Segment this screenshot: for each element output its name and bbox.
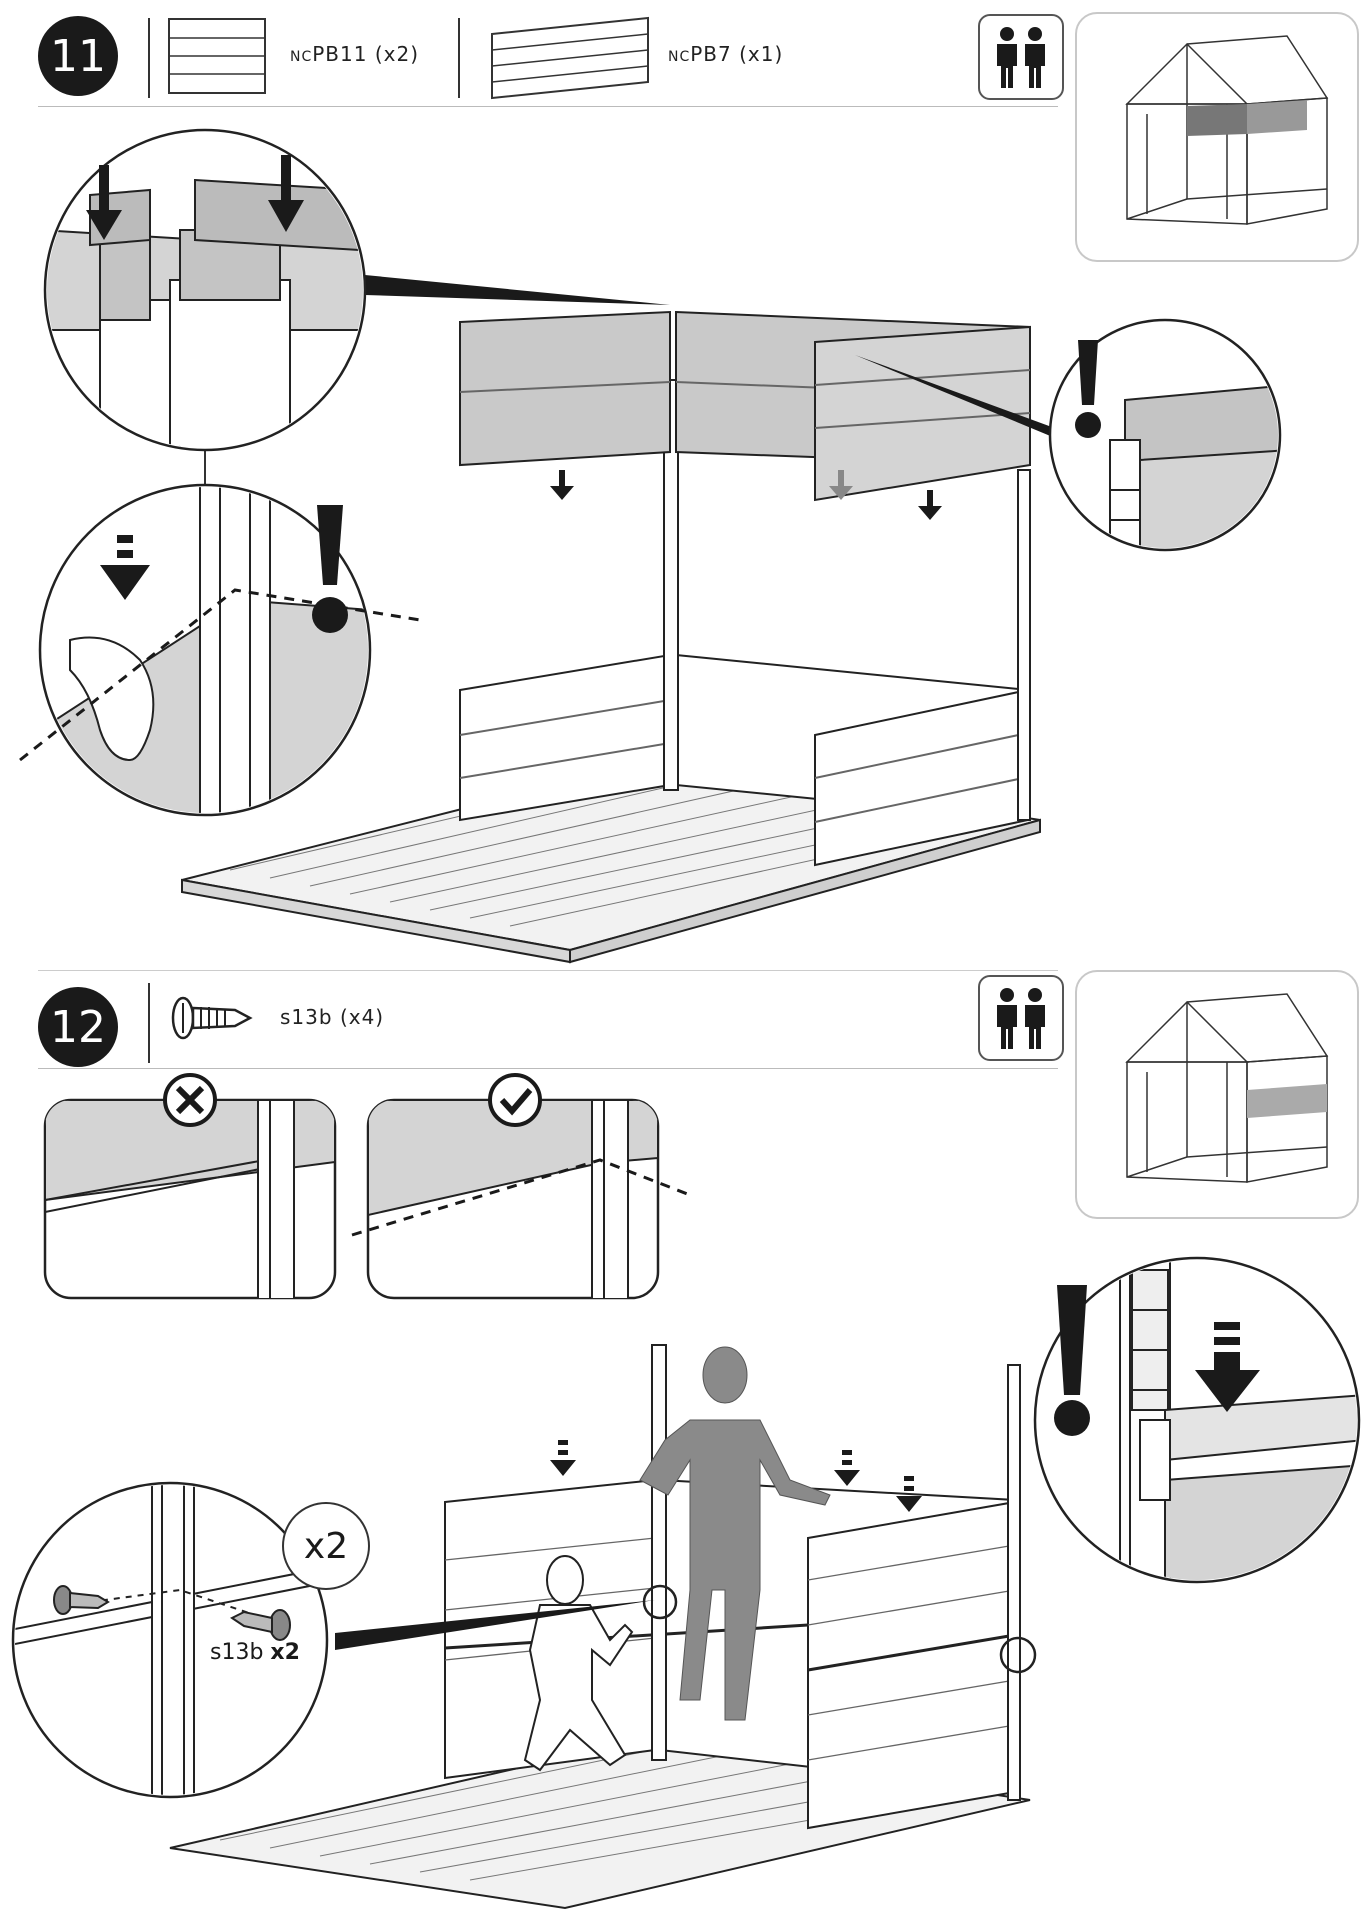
step-11-assembly-illustration	[19, 128, 1282, 964]
section-rule	[38, 970, 1058, 971]
exclamation-icon	[1075, 340, 1101, 438]
corner-posts	[663, 379, 1031, 821]
detail-circle-bottom-alignment	[19, 483, 421, 817]
comparison-correct	[351, 1073, 691, 1300]
two-people-icon	[978, 14, 1064, 100]
arrow-down-icon	[829, 470, 853, 500]
cross-circle-icon	[163, 1073, 217, 1127]
detail-circle-panel-joint	[43, 128, 367, 452]
arrow-down-icon	[550, 1440, 922, 1512]
step-11-number: 11	[38, 16, 118, 96]
header-rule	[38, 1068, 1058, 1069]
two-people-icon	[978, 975, 1064, 1061]
detail-circle-screws	[11, 1481, 329, 1799]
upper-panels-lowering	[459, 310, 1031, 502]
part-label-s13b: s13b (x4)	[280, 1005, 385, 1029]
detail-circle-panel-slot	[1033, 1256, 1361, 1584]
arrow-down-icon	[1195, 1322, 1260, 1412]
wall-panels	[444, 1478, 1016, 1830]
standing-person-figure	[639, 1346, 831, 1721]
shed-progress-thumbnail	[1075, 970, 1359, 1219]
arrow-down-icon	[550, 470, 942, 520]
header-divider	[148, 18, 150, 98]
screw-location-marker	[642, 1584, 678, 1620]
check-circle-icon	[488, 1073, 542, 1127]
step-11-header: 11 NCPB11 (x2) NCPB7 (x1)	[0, 0, 1370, 110]
header-divider-2	[458, 18, 460, 98]
detail-circle-panel-groove	[1048, 318, 1282, 552]
exclamation-icon	[1054, 1285, 1090, 1436]
comparison-wrong	[43, 1073, 337, 1300]
step-12-header: 12 s13b (x4)	[0, 975, 1370, 1085]
quantity-badge: x2	[282, 1502, 370, 1590]
screw-icon	[53, 1585, 110, 1615]
screw-s13b-thumbnail	[171, 996, 253, 1040]
kneeling-person-figure	[523, 1555, 634, 1772]
exclamation-icon	[312, 505, 348, 633]
part-label-pb11: NCPB11 (x2)	[290, 42, 420, 66]
header-rule	[38, 106, 1058, 107]
step-12-number: 12	[38, 987, 118, 1067]
lower-wall-panels	[459, 653, 1029, 867]
panel-pb7-thumbnail	[491, 16, 649, 100]
part-label-pb7: NCPB7 (x1)	[668, 42, 784, 66]
screw-callout-label: s13b x2	[210, 1640, 300, 1665]
screw-icon	[230, 1609, 291, 1641]
screw-location-marker	[999, 1636, 1037, 1674]
panel-pb11-thumbnail	[168, 18, 266, 94]
shed-progress-thumbnail	[1075, 12, 1359, 262]
header-divider	[148, 983, 150, 1063]
